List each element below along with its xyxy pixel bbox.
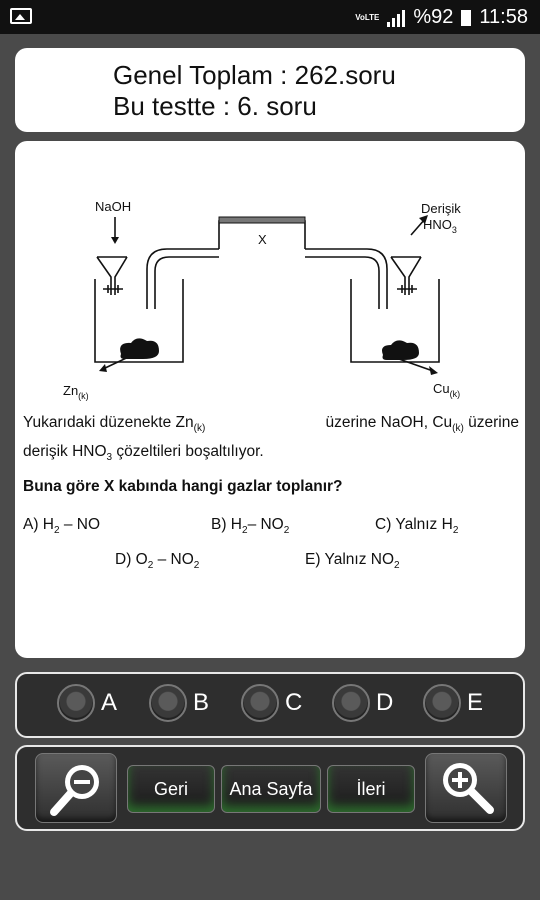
navigation-bar: Geri Ana Sayfa İleri [15,745,525,831]
hno3-label: HNO3 [423,217,457,235]
battery-percent: %92 [413,6,454,28]
option-b-text: B) H2– NO2 [211,516,290,537]
answer-b[interactable]: B [149,684,209,722]
radio-icon[interactable] [423,684,461,722]
back-button[interactable]: Geri [127,765,215,813]
option-e-text: E) Yalnız NO2 [305,551,400,572]
clock: 11:58 [479,6,528,28]
zoom-out-icon [50,765,99,816]
radio-icon[interactable] [332,684,370,722]
status-right: VoLTE %92 11:58 [355,6,528,29]
derisik-label: Derişik [421,201,461,216]
volte-icon: VoLTE [355,12,380,22]
zoom-out-button[interactable] [35,753,117,823]
zoom-in-button[interactable] [425,753,507,823]
next-button[interactable]: İleri [327,765,415,813]
answer-e[interactable]: E [423,684,483,722]
status-bar: VoLTE %92 11:58 [0,0,540,34]
home-button[interactable]: Ana Sayfa [221,765,321,813]
option-c-text: C) Yalnız H2 [375,516,459,537]
question-paragraph: Yukarıdaki düzenekte Zn(k) üzerine NaOH,… [23,414,519,464]
battery-icon [461,9,472,26]
apparatus-diagram: NaOH X Derişik HNO3 Zn(k) Cu(k) [63,199,461,401]
radio-icon[interactable] [57,684,95,722]
answer-a[interactable]: A [57,684,117,722]
radio-icon[interactable] [149,684,187,722]
answer-d[interactable]: D [332,684,393,722]
answer-choices: A B C D E [15,672,525,738]
total-count: Genel Toplam : 262.soru [113,60,396,90]
naoh-label: NaOH [95,199,131,214]
x-label: X [258,232,267,247]
progress-card: Genel Toplam : 262.soru Bu testte : 6. s… [15,48,525,132]
question-card: NaOH X Derişik HNO3 Zn(k) Cu(k) Yukarıda… [15,141,525,658]
test-count: Bu testte : 6. soru [113,91,317,121]
question-prompt: Buna göre X kabında hangi gazlar toplanı… [23,478,343,495]
image-notification-icon [10,8,32,24]
cu-label: Cu(k) [433,381,460,399]
zoom-in-icon [443,763,494,814]
option-d-text: D) O2 – NO2 [115,551,200,572]
signal-icon [387,9,406,27]
option-a-text: A) H2 – NO [23,516,101,537]
radio-icon[interactable] [241,684,279,722]
answer-c[interactable]: C [241,684,302,722]
zn-label: Zn(k) [63,383,89,401]
